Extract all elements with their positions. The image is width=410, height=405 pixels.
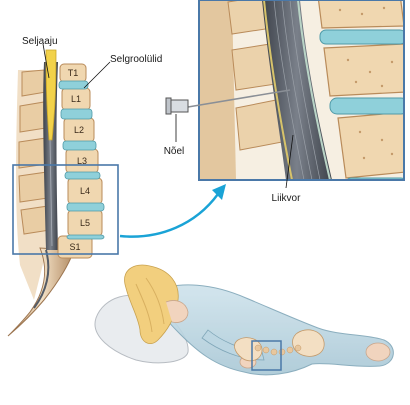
- zoom-panel: [198, 0, 405, 181]
- disc: [66, 202, 105, 212]
- label-csf: Liikvor: [272, 193, 302, 204]
- disc: [66, 234, 105, 240]
- disc: [60, 108, 93, 120]
- vertebra-label-l3: L3: [77, 156, 87, 166]
- vertebra-label-l1: L1: [71, 94, 81, 104]
- label-needle: Nõel: [164, 146, 185, 157]
- disc: [62, 140, 97, 151]
- vertebra-label-l2: L2: [74, 125, 84, 135]
- arrow-head-icon: [212, 184, 226, 200]
- vertebra-label-l4: L4: [80, 186, 90, 196]
- label-spinal-cord: Seljaaju: [22, 36, 58, 47]
- lumbar-region-frame: [12, 164, 119, 255]
- puncture-site-frame: [251, 340, 282, 371]
- vertebra-label-t1: T1: [68, 68, 79, 78]
- disc: [58, 80, 89, 90]
- spinal-cord: [45, 49, 57, 141]
- vertebra-label-s1: S1: [69, 242, 80, 252]
- needle: [165, 89, 291, 115]
- patient-illustration: [94, 264, 394, 376]
- label-discs: Selgroolülid: [110, 54, 162, 65]
- disc: [64, 171, 101, 180]
- zoom-arrow: [119, 193, 219, 238]
- vertebra-label-l5: L5: [80, 218, 90, 228]
